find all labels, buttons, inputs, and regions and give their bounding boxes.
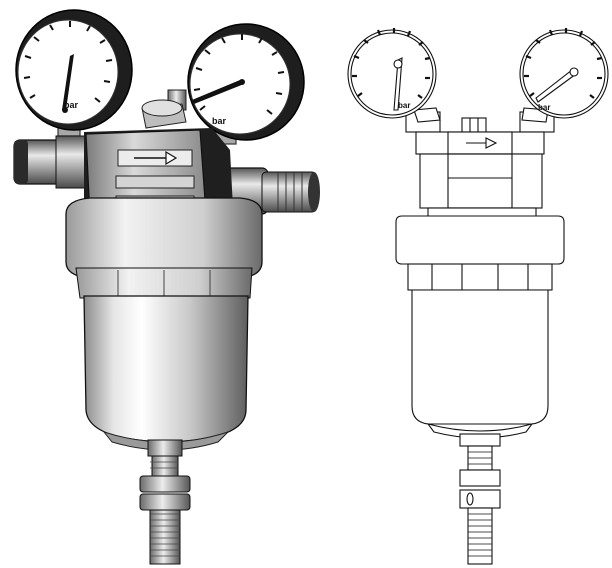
- gauge-unit-label: bar: [538, 103, 550, 112]
- left-gauge: bar: [15, 9, 133, 137]
- gauge-unit-label: bar: [398, 101, 410, 110]
- drain-fitting: [139, 439, 191, 565]
- filter-bowl: [83, 295, 249, 451]
- gauge-unit-label: bar: [212, 116, 227, 126]
- left-gauge: bar: [347, 28, 441, 133]
- gauge-scale-ticks: [23, 21, 113, 103]
- gauge-needle: [192, 80, 244, 104]
- gauge-needle: [62, 54, 74, 110]
- filter-collar: [395, 215, 565, 291]
- valve-body: [415, 131, 545, 219]
- drain-fitting: [459, 433, 501, 565]
- outlet-port: [221, 167, 320, 215]
- shaded-rendering: bar bar: [13, 9, 320, 565]
- inlet-port: [13, 135, 87, 189]
- gauge-scale-ticks: [193, 34, 285, 115]
- gauge-scale-ticks: [524, 28, 603, 99]
- gauge-scale-ticks: [352, 28, 431, 99]
- filter-collar: [65, 197, 263, 299]
- flow-arrow: [466, 137, 498, 149]
- flow-arrow: [134, 150, 178, 166]
- line-drawing: bar bar: [347, 28, 609, 565]
- gauge-unit-label: bar: [64, 100, 79, 110]
- filter-bowl: [411, 289, 549, 439]
- right-gauge: bar: [519, 28, 609, 133]
- top-fitting: [141, 89, 187, 129]
- gauge-needle: [393, 57, 403, 111]
- right-gauge: bar: [187, 23, 305, 145]
